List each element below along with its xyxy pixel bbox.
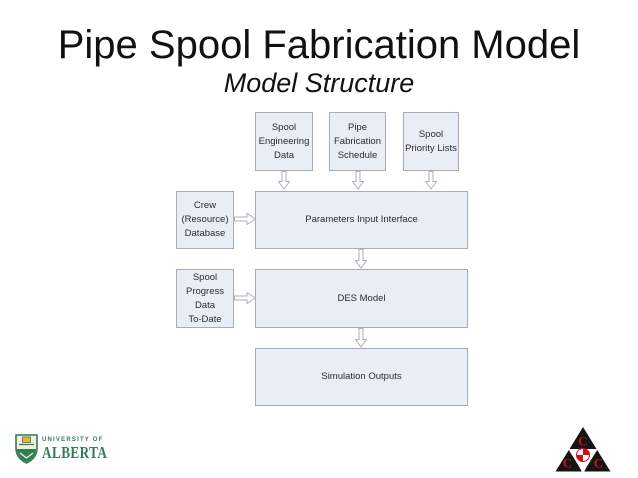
box-spool-priority-lists: Spool Priority Lists [403, 112, 459, 171]
svg-text:C: C [563, 456, 572, 471]
arrow-down-icon [355, 328, 367, 348]
arrow-down-icon [355, 249, 367, 269]
arrow-down-icon [352, 171, 364, 190]
arrow-down-icon [425, 171, 437, 190]
shield-icon [15, 434, 38, 464]
page-subtitle: Model Structure [223, 68, 415, 98]
svg-text:C: C [594, 456, 603, 471]
box-des-model: DES Model [255, 269, 468, 328]
page-title: Pipe Spool Fabrication Model [57, 23, 581, 67]
box-crew-resource-database: Crew (Resource) Database [176, 191, 234, 249]
arrow-down-icon [278, 171, 290, 190]
ccc-triangle-icon: C C C [555, 427, 611, 474]
university-of-label: UNIVERSITY OF [42, 437, 104, 443]
arrow-right-icon [234, 292, 256, 304]
box-pipe-fabrication-schedule: Pipe Fabrication Schedule [329, 112, 386, 171]
university-of-alberta-logo: UNIVERSITY OF ALBERTA [15, 434, 126, 464]
box-spool-engineering-data: Spool Engineering Data [255, 112, 313, 171]
box-spool-progress-data-to-date: Spool Progress Data To-Date [176, 269, 234, 328]
arrow-right-icon [234, 213, 256, 225]
alberta-wordmark: ALBERTA [42, 443, 108, 462]
box-parameters-input-interface: Parameters Input Interface [255, 191, 468, 249]
box-simulation-outputs: Simulation Outputs [255, 348, 468, 406]
svg-text:C: C [578, 434, 587, 449]
